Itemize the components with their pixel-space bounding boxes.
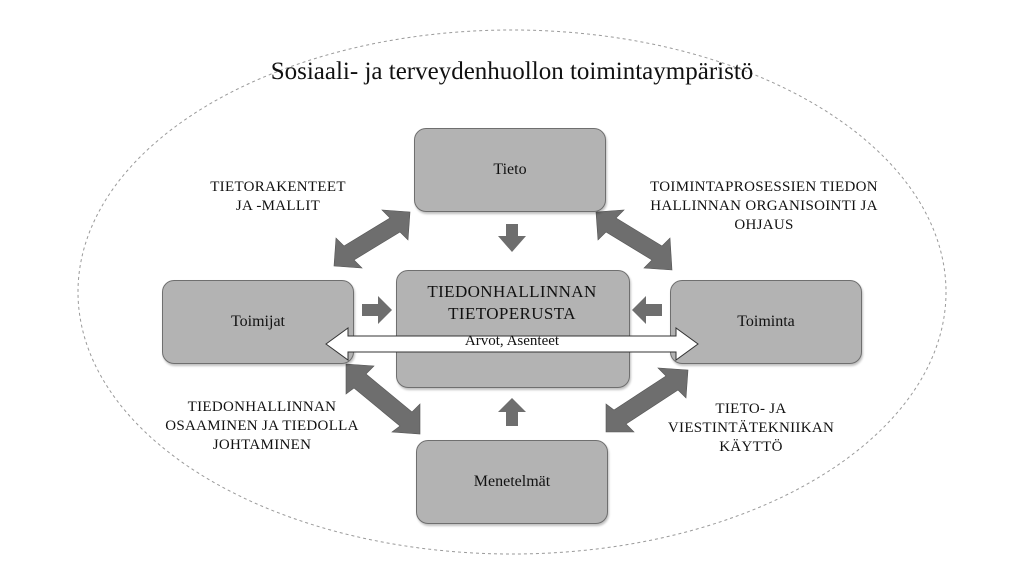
node-toimijat: Toimijat [162,280,354,364]
label-line: TIEDONHALLINNAN [187,399,337,415]
values-bar-label: Arvot, Asenteet [464,333,560,349]
node-toiminta: Toiminta [670,280,862,364]
arrow-down-to-center [498,224,526,252]
label-toimintaprosessien: TOIMINTAPROSESSIEN TIEDON HALLINNAN ORGA… [626,178,902,235]
node-tieto-label: Tieto [493,161,527,178]
label-line: TOIMINTAPROSESSIEN TIEDON [650,179,878,195]
label-line: TIETO- JA [715,401,787,417]
arrow-right-to-center [362,296,392,324]
arrow-up-to-center [498,398,526,426]
label-line: JOHTAMINEN [212,437,312,453]
label-line: TIETORAKENTEET [210,179,346,195]
node-menetelmat-label: Menetelmät [473,473,551,490]
label-tiedonhallinnan-osaaminen: TIEDONHALLINNAN OSAAMINEN JA TIEDOLLA JO… [150,398,374,455]
center-title: TIEDONHALLINNAN TIETOPERUSTA [427,282,597,323]
label-line: KÄYTTÖ [719,439,783,455]
label-line: VIESTINTÄTEKNIIKAN [667,420,835,436]
label-line: OSAAMINEN JA TIEDOLLA [165,418,359,434]
arrow-left-to-center [632,296,662,324]
label-line: JA -MALLIT [235,198,321,214]
arrow-menetelmat-toiminta [605,367,689,433]
environment-ellipse [77,29,947,555]
node-tieto: Tieto [414,128,606,212]
node-menetelmat: Menetelmät [416,440,608,524]
node-toiminta-label: Toiminta [737,313,795,330]
node-toimijat-label: Toimijat [231,313,285,330]
label-line: HALLINNAN ORGANISOINTI JA [650,198,878,214]
label-tieto-ja-viestintatekniikan: TIETO- JA VIESTINTÄTEKNIIKAN KÄYTTÖ [646,400,856,457]
environment-title: Sosiaali- ja terveydenhuollon toimintaym… [270,58,754,85]
arrow-tieto-toiminta [595,209,673,271]
arrow-toimijat-menetelmat [345,363,421,435]
arrow-toimijat-tieto [333,209,411,269]
label-line: OHJAUS [734,217,794,233]
label-tietorakenteet: TIETORAKENTEET JA -MALLIT [178,178,378,216]
